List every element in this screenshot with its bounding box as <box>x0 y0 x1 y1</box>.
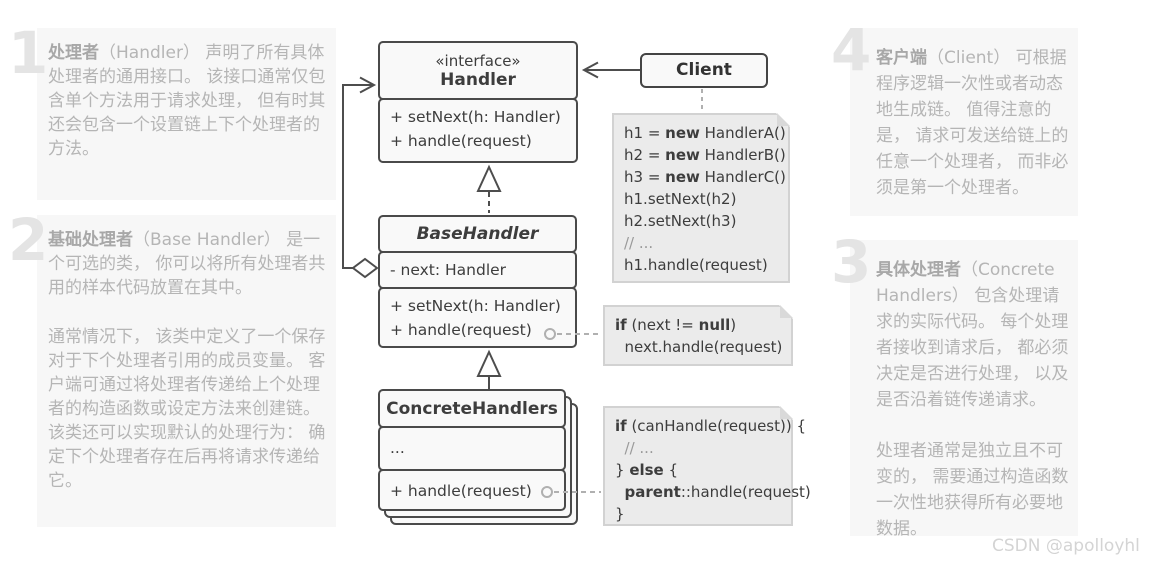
inheritance-arrow <box>476 349 502 389</box>
inheritance-triangle-icon <box>476 349 502 377</box>
fields-compartment: ... <box>378 426 566 471</box>
annotation-concrete-handlers: 3 具体处理者（Concrete Handlers） 包含处理请求的实际代码。 … <box>831 233 1078 539</box>
class-header: ConcreteHandlers <box>378 389 566 428</box>
annotation-handler: 1 处理者（Handler） 声明了所有具体处理者的通用接口。 该接口通常仅包含… <box>8 24 336 200</box>
annotation-text: （Client） 可根据程序逻辑一次性或者动态地生成链。 值得注意的是， 请求可… <box>876 48 1069 198</box>
client-code-note: h1 = new HandlerA()h2 = new HandlerB()h3… <box>612 113 790 283</box>
class-header: «interface» Handler <box>378 41 578 100</box>
annotation-paragraph: 基础处理者（Base Handler） 是一个可选的类， 你可以将所有处理者共用… <box>48 228 326 300</box>
class-name: Client <box>676 60 732 80</box>
annotation-term: 处理者 <box>48 43 99 63</box>
methods-compartment: + setNext(h: Handler) + handle(request) <box>378 287 577 348</box>
inheritance-triangle-icon <box>476 164 502 192</box>
annotation-paragraph: 处理者通常是独立且不可变的， 需要通过构造函数一次性地获得所有必要地数据。 <box>876 441 1069 539</box>
field-label: - next: Handler <box>390 261 507 279</box>
annotation-number-4: 4 <box>831 16 872 84</box>
annotation-number-2: 2 <box>8 206 49 274</box>
method-label: + setNext(h: Handler) <box>390 108 561 126</box>
class-header: BaseHandler <box>378 215 577 253</box>
annotation-paragraph: 处理者（Handler） 声明了所有具体处理者的通用接口。 该接口通常仅包含单个… <box>48 41 326 161</box>
methods-compartment: + setNext(h: Handler) + handle(request) <box>378 98 578 163</box>
annotation-paragraph: 客户端（Client） 可根据程序逻辑一次性或者动态地生成链。 值得注意的是， … <box>876 45 1070 201</box>
method-label: + setNext(h: Handler) <box>390 297 561 315</box>
class-base-handler: BaseHandler - next: Handler + setNext(h:… <box>378 215 577 348</box>
class-name: ConcreteHandlers <box>386 398 558 419</box>
annotation-text: （Concrete Handlers） 包含处理请求的实际代码。 每个处理者接收… <box>876 260 1069 410</box>
annotation-paragraph: 具体处理者（Concrete Handlers） 包含处理请求的实际代码。 每个… <box>876 257 1070 413</box>
fields-compartment: - next: Handler <box>378 251 577 289</box>
class-client: Client <box>640 53 768 88</box>
realization-arrow <box>476 164 502 213</box>
association-arrow <box>581 61 640 79</box>
class-handler: «interface» Handler + setNext(h: Handler… <box>378 41 578 163</box>
class-concrete-handlers: ConcreteHandlers ... + handle(request) <box>378 389 578 525</box>
annotation-paragraph: 通常情况下， 该类中定义了一个保存对于下个处理者引用的成员变量。 客户端可通过将… <box>48 327 326 491</box>
method-label: + handle(request) <box>390 321 532 339</box>
annotation-term: 具体处理者 <box>876 260 961 280</box>
stereotype-label: «interface» <box>435 51 521 70</box>
class-name: Handler <box>440 69 516 90</box>
annotation-text: （Base Handler） 是一个可选的类， 你可以将所有处理者共用的样本代码… <box>48 230 326 298</box>
annotation-number-3: 3 <box>831 228 872 296</box>
base-handle-code-note: if (next != null) next.handle(request) <box>603 305 793 366</box>
method-label: + handle(request) <box>390 132 532 150</box>
annotation-term: 基础处理者 <box>48 230 133 250</box>
annotation-text: （Handler） 声明了所有具体处理者的通用接口。 该接口通常仅包含单个方法用… <box>48 43 326 159</box>
method-label: + handle(request) <box>390 482 532 500</box>
annotation-number-1: 1 <box>8 19 49 87</box>
aggregation-diamond-icon <box>351 257 379 279</box>
annotation-client: 4 客户端（Client） 可根据程序逻辑一次性或者动态地生成链。 值得注意的是… <box>831 21 1078 216</box>
annotation-term: 客户端 <box>876 48 927 68</box>
annotation-base-handler: 2 基础处理者（Base Handler） 是一个可选的类， 你可以将所有处理者… <box>8 211 336 527</box>
concrete-handle-code-note: if (canHandle(request)) { // ...} else {… <box>603 406 811 526</box>
aggregation-connector <box>342 76 379 279</box>
watermark: CSDN @apolloyhl <box>992 536 1140 556</box>
methods-compartment: + handle(request) <box>378 469 566 511</box>
class-name: BaseHandler <box>416 224 539 244</box>
field-label: ... <box>390 439 405 457</box>
